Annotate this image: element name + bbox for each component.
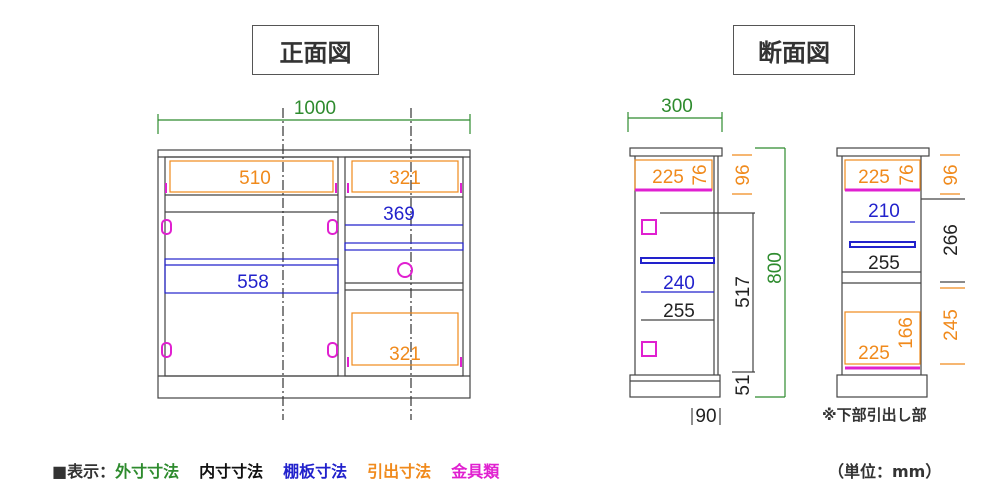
shelf-left-label: 558 — [237, 272, 269, 293]
legend-hardware: 金具類 — [451, 462, 500, 481]
drawer-depth-label: 225 — [652, 167, 684, 188]
legend-shelf-dim: 棚板寸法 — [283, 462, 348, 481]
plinth-label: 51 — [733, 374, 754, 395]
drawer-right-top — [351, 160, 459, 193]
section-view-main — [627, 112, 786, 425]
drawer-right-bottom — [351, 312, 459, 366]
legend-outer-dim: 外寸寸法 — [115, 462, 180, 481]
cabinet-outline — [157, 149, 471, 399]
drawer-opening-label: 96 — [733, 164, 754, 185]
lower-drawer-note: ※下部引出し部 — [822, 406, 927, 424]
lower-drawer-depth-label: 225 — [858, 343, 890, 364]
setback-label: 90 — [695, 406, 716, 427]
shelf-right — [344, 242, 464, 251]
depth-label: 300 — [661, 96, 693, 117]
drawer-opening-label-2: 96 — [941, 164, 962, 185]
shelf-right-label: 369 — [383, 204, 415, 225]
front-view — [157, 108, 471, 420]
lower-opening-label: 245 — [941, 309, 962, 341]
inner-height-label-2: 266 — [941, 224, 962, 256]
inner-depth-label-2: 255 — [868, 253, 900, 274]
drawer-depth-label-2: 225 — [858, 167, 890, 188]
drawer-right-top-label: 321 — [389, 168, 421, 189]
inner-depth-label: 255 — [663, 301, 695, 322]
drawer-left-label: 510 — [239, 168, 271, 189]
shelf-depth-label: 240 — [663, 273, 695, 294]
section-view-title: 断面図 — [733, 25, 855, 75]
lower-drawer-height-label: 166 — [896, 317, 917, 349]
hinge-icon — [641, 219, 657, 235]
hinge-icons — [161, 183, 462, 367]
shelf-depth-label-2: 210 — [868, 201, 900, 222]
unit-label: （単位：mm） — [828, 462, 942, 481]
drawer-height-label-2: 76 — [897, 164, 918, 185]
front-view-title: 正面図 — [252, 25, 379, 75]
legend-drawer-dim: 引出寸法 — [367, 462, 432, 481]
legend-inner-dim: 内寸寸法 — [199, 462, 264, 481]
section-view-lower-drawer — [836, 147, 965, 398]
knob-icon — [397, 262, 413, 278]
width-label: 1000 — [294, 98, 336, 119]
legend-prefix: ■表示： — [52, 462, 116, 481]
color-legend: ■表示： 外寸寸法 内寸寸法 棚板寸法 引出寸法 金具類 — [52, 458, 519, 482]
drawer-left — [169, 160, 334, 193]
drawer-right-bottom-label: 321 — [389, 344, 421, 365]
total-height-label: 800 — [765, 252, 786, 284]
inner-height-label: 517 — [733, 276, 754, 308]
drawer-height-label: 76 — [690, 164, 711, 185]
shelf-left — [164, 258, 339, 294]
hinge-icon — [641, 341, 657, 357]
